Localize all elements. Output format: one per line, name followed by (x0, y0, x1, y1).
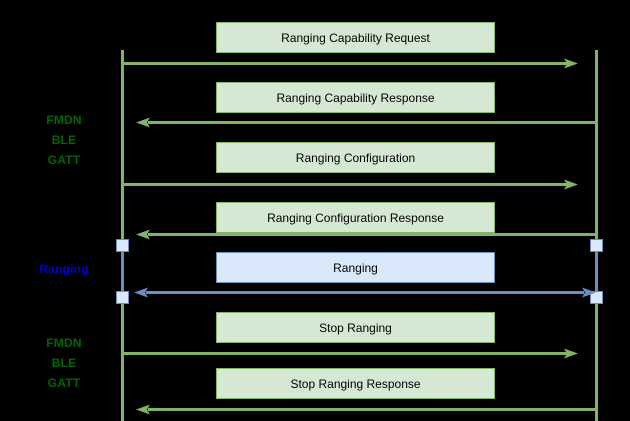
right-ranging-end-node (590, 291, 603, 304)
phase-label-ranging: Ranging (39, 262, 89, 276)
left-ranging-end-node (116, 291, 129, 304)
message-box-ranging-capability-request: Ranging Capability Request (216, 22, 495, 53)
left-lifeline-lower (121, 296, 124, 421)
right-lifeline-ranging-segment (595, 246, 598, 298)
message-arrow-ranging-bidirectional (134, 287, 596, 298)
phase-label-fmdn-ble-gatt-top: FMDN BLE GATT (46, 113, 82, 167)
message-arrow-ranging-capability-request (122, 58, 578, 69)
message-box-ranging-configuration-response: Ranging Configuration Response (216, 202, 495, 233)
message-arrow-stop-ranging-response (136, 404, 596, 415)
left-ranging-start-node (116, 239, 129, 252)
message-arrow-ranging-configuration-response (136, 229, 596, 240)
message-box-ranging: Ranging (216, 252, 495, 283)
message-box-ranging-configuration: Ranging Configuration (216, 142, 495, 173)
right-lifeline-lower (595, 296, 598, 421)
right-lifeline-upper (595, 50, 598, 246)
phase-label-fmdn-ble-gatt-bottom: FMDN BLE GATT (46, 336, 82, 390)
left-lifeline-ranging-segment (121, 246, 124, 298)
message-arrow-ranging-capability-response (136, 117, 596, 128)
left-lifeline-upper (121, 50, 124, 246)
message-box-ranging-capability-response: Ranging Capability Response (216, 82, 495, 113)
message-box-stop-ranging-response: Stop Ranging Response (216, 368, 495, 399)
right-ranging-start-node (590, 239, 603, 252)
message-box-stop-ranging: Stop Ranging (216, 312, 495, 343)
message-arrow-stop-ranging (122, 348, 578, 359)
message-arrow-ranging-configuration (122, 179, 578, 190)
